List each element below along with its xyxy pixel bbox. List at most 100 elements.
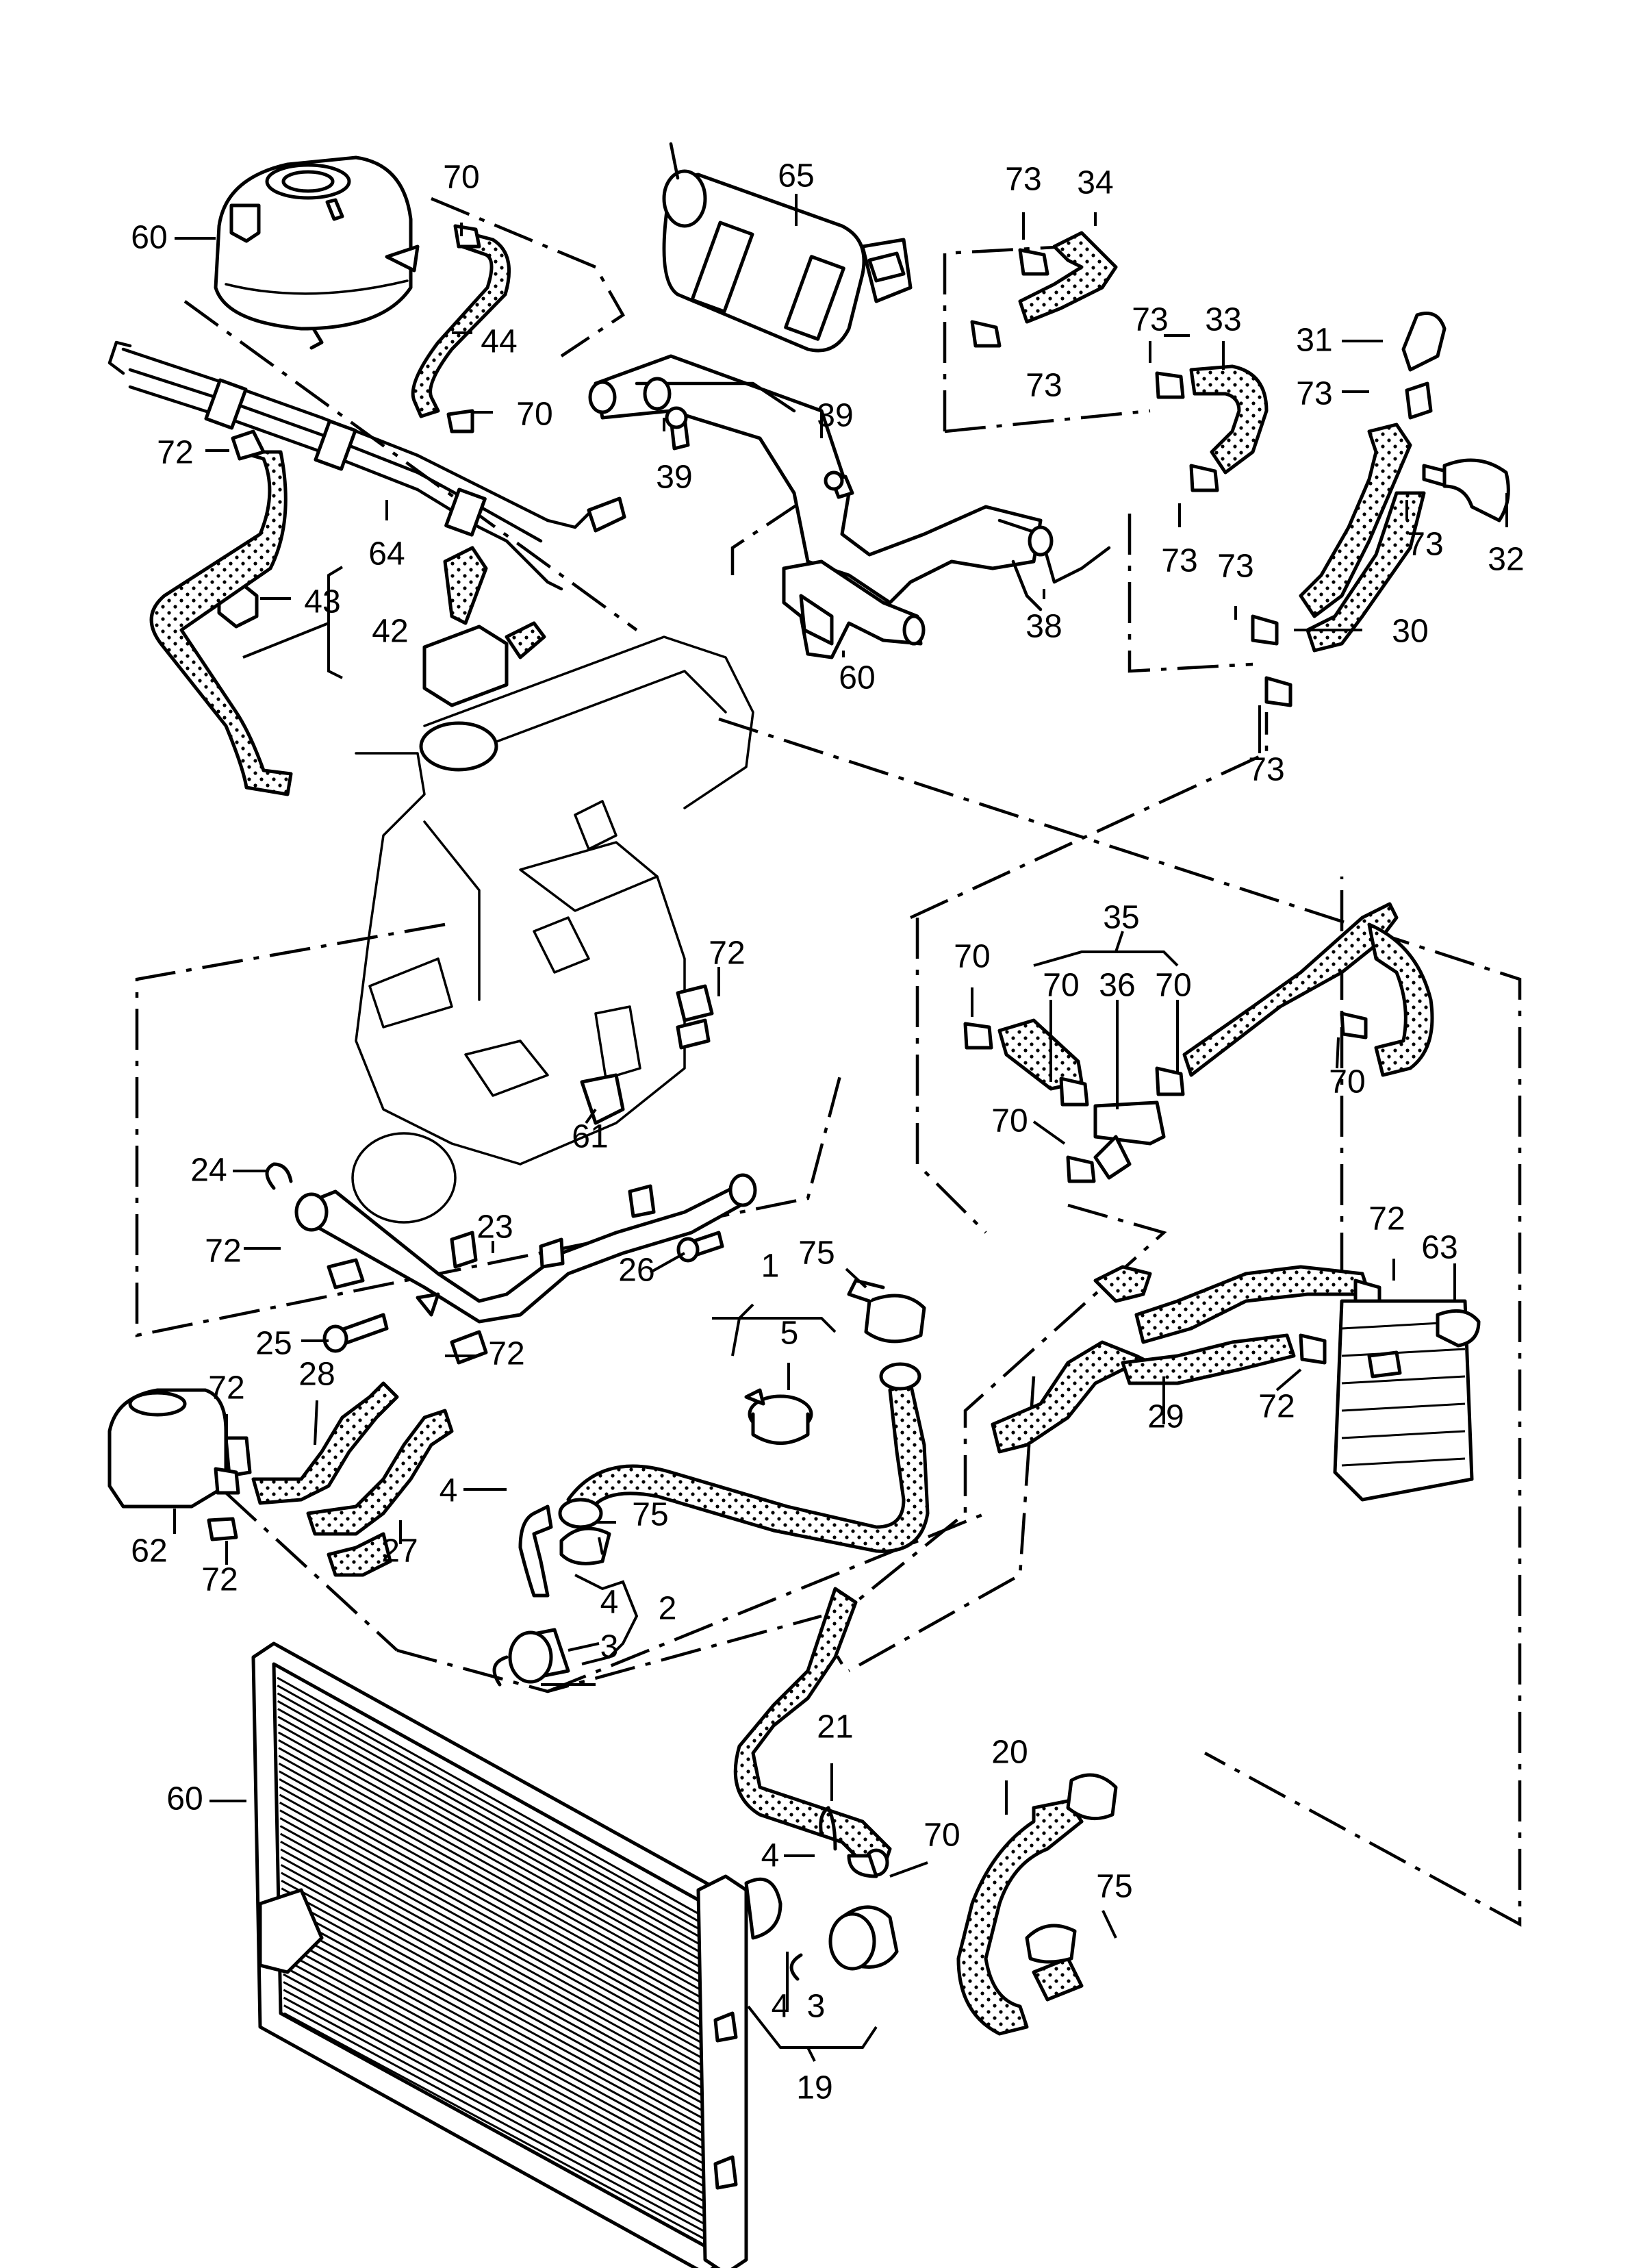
lbl-43: 43 [304,584,340,620]
radiator-fin [280,1840,706,2076]
lbl-26: 26 [618,1252,654,1289]
lbl-31: 31 [1296,323,1332,359]
lbl-73-h: 73 [1248,752,1284,788]
radiator-fin [281,1926,706,2158]
reservoir-62 [107,1388,252,1509]
pipe-assembly-64 [107,340,626,591]
lbl-36: 36 [1099,968,1135,1004]
lbl-70-h: 70 [924,1817,960,1854]
radiator-fin [278,1754,706,1993]
connector-2 [492,1504,611,1687]
lbl-70-g: 70 [991,1103,1028,1139]
radiator-fin [281,1911,706,2143]
lbl-60-reservoir: 60 [131,220,167,256]
radiator-fin [277,1700,706,1941]
coolant-expansion-tank [214,155,420,350]
radiator-fin [279,1809,706,2046]
lbl-4-c: 4 [761,1838,780,1874]
lbl-70-b: 70 [516,396,552,433]
lbl-72-c: 72 [205,1233,241,1270]
seal-ring-24 [265,1162,293,1190]
radiator-fin [281,1934,706,2166]
lbl-65: 65 [778,158,814,194]
radiator-fin [277,1692,706,1934]
lbl-73-f: 73 [1407,527,1443,563]
radiator-fin [279,1817,706,2054]
lbl-73-g: 73 [1217,549,1253,585]
radiator-fin [282,1950,706,2180]
lbl-70-d: 70 [1043,968,1079,1004]
lbl-28: 28 [298,1357,335,1393]
radiator-fin [282,1965,706,2195]
lbl-73-d: 73 [1296,376,1332,412]
lbl-72-a: 72 [157,435,193,471]
lbl-72-g: 72 [208,1370,244,1407]
radiator-fin [277,1715,706,1956]
lbl-5: 5 [780,1315,799,1352]
lbl-62: 62 [131,1533,167,1570]
lbl-34: 34 [1077,165,1113,201]
radiator-fin [280,1848,706,2083]
lbl-38: 38 [1026,609,1062,645]
radiator-fin [279,1802,706,2039]
radiator-fin [283,1996,706,2226]
lbl-25: 25 [255,1326,292,1362]
lbl-2: 2 [659,1591,677,1627]
lbl-73-e: 73 [1161,543,1197,579]
radiator-fin [282,1957,706,2188]
lbl-72-b: 72 [709,935,745,972]
radiator-fin [283,2004,706,2233]
radiator-fin [282,1942,706,2173]
hose-20 [956,1773,1118,2036]
radiator-fin [277,1731,706,1971]
lbl-32: 32 [1488,542,1524,578]
hose-35-assembly [963,902,1434,1183]
lbl-20: 20 [991,1735,1028,1771]
radiator-fin [280,1856,706,2091]
radiator-fin [278,1739,706,1978]
radiator-fin [281,1903,706,2136]
lbl-3-b: 3 [807,1989,826,2025]
hose-1 [558,1362,930,1553]
radiator-fin [279,1793,706,2031]
pipes-38 [588,354,1111,612]
radiator-fin [283,1973,706,2203]
lbl-24: 24 [190,1152,227,1189]
oil-cooler-63 [1333,1299,1481,1502]
lbl-73-b: 73 [1026,368,1062,404]
radiator-fin [279,1825,706,2061]
radiator-fin [279,1770,706,2008]
lbl-44: 44 [481,324,517,360]
coolant-flange-60 [782,559,926,659]
auxiliary-pump-65 [662,142,913,353]
radiator-fin [281,1895,706,2128]
clamp-5 [744,1388,813,1445]
radiator-fin [280,1864,706,2098]
leader-lines [173,194,1508,2062]
lbl-3-a: 3 [600,1629,619,1665]
radiator-fin [279,1778,706,2016]
hose-33 [1155,364,1269,492]
assembly-dashed-lines [135,197,1522,1927]
lbl-30: 30 [1392,614,1428,650]
hoses-27-28 [207,1381,454,1577]
radiator-fin [278,1763,706,2001]
lbl-35: 35 [1103,900,1139,936]
pipe-61 [580,984,714,1125]
lbl-63: 63 [1421,1230,1457,1266]
lbl-70-f: 70 [1329,1064,1365,1100]
lbl-60-radiator: 60 [166,1781,203,1817]
hose-34 [970,231,1118,348]
lbl-23: 23 [476,1209,513,1246]
lbl-4-b: 4 [600,1585,619,1621]
hose-21 [733,1587,892,1877]
lbl-70-c: 70 [954,939,990,975]
radiator-fin [279,1786,706,2024]
lbl-72-h: 72 [201,1562,238,1598]
lbl-60-flange: 60 [839,660,875,696]
hoses-30-31-32 [1251,312,1510,707]
lbl-1: 1 [761,1248,780,1285]
lbl-72-e: 72 [1368,1201,1405,1237]
lbl-73-a: 73 [1005,162,1041,198]
part-number-labels: 60 70 44 70 72 64 43 42 65 73 34 73 73 3… [131,158,1524,2106]
